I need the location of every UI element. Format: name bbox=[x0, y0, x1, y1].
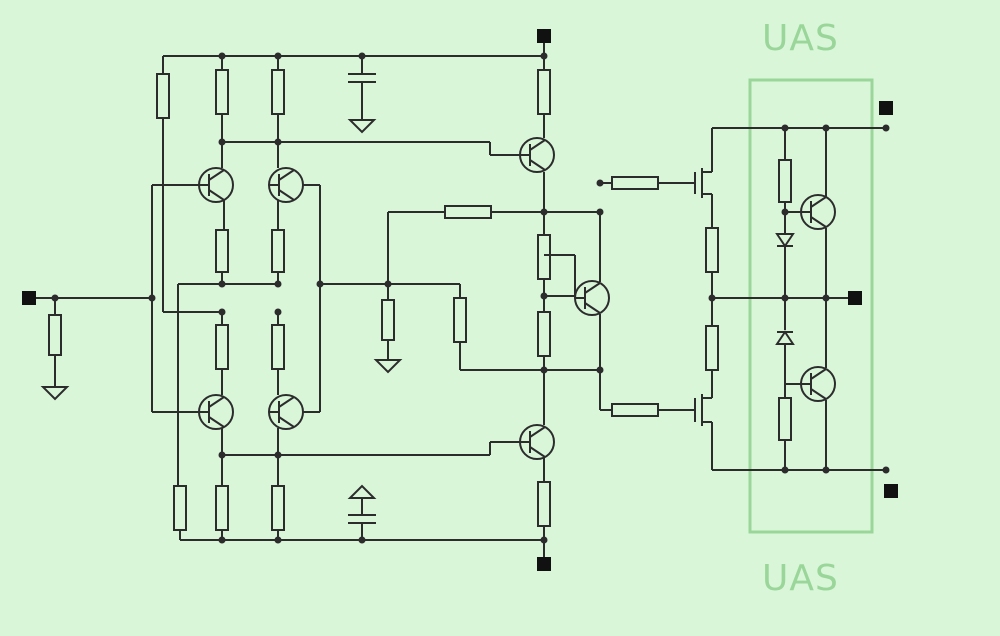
terminals bbox=[22, 29, 898, 571]
lower-diff-pair bbox=[173, 284, 527, 540]
transistor-q7 bbox=[574, 280, 610, 316]
ground-icon bbox=[42, 374, 68, 400]
input-resistor bbox=[48, 314, 62, 356]
bias-network bbox=[320, 205, 600, 373]
transistor-q6 bbox=[519, 424, 555, 460]
transistor-q5 bbox=[519, 137, 555, 173]
uas-label-top: UAS bbox=[762, 18, 839, 59]
upper-diff-pair bbox=[178, 142, 321, 412]
uas-label-bottom: UAS bbox=[762, 558, 839, 599]
transistor-q9 bbox=[800, 366, 836, 402]
diode-icon bbox=[775, 233, 795, 248]
transistor-q4 bbox=[268, 394, 304, 430]
transistor-q8 bbox=[800, 194, 836, 230]
transistor-q3 bbox=[198, 394, 234, 430]
vminus-terminal bbox=[537, 557, 551, 571]
vplus-terminal bbox=[537, 29, 551, 43]
bottom-rail bbox=[180, 539, 545, 564]
junction-dots bbox=[51, 52, 890, 544]
top-rail bbox=[163, 36, 545, 57]
uas-top-terminal bbox=[879, 101, 893, 115]
uas-bottom-terminal bbox=[884, 484, 898, 498]
output-terminal bbox=[848, 291, 862, 305]
upper-resistor-bank bbox=[156, 56, 527, 313]
diode-icon bbox=[775, 330, 795, 345]
uas-protection-circuit bbox=[712, 127, 886, 471]
transistor-q1 bbox=[198, 167, 234, 203]
driver-stage bbox=[519, 56, 610, 540]
transistor-q2 bbox=[268, 167, 304, 203]
uas-box bbox=[748, 78, 874, 534]
output-stage bbox=[600, 128, 719, 470]
input-terminal bbox=[22, 291, 36, 305]
